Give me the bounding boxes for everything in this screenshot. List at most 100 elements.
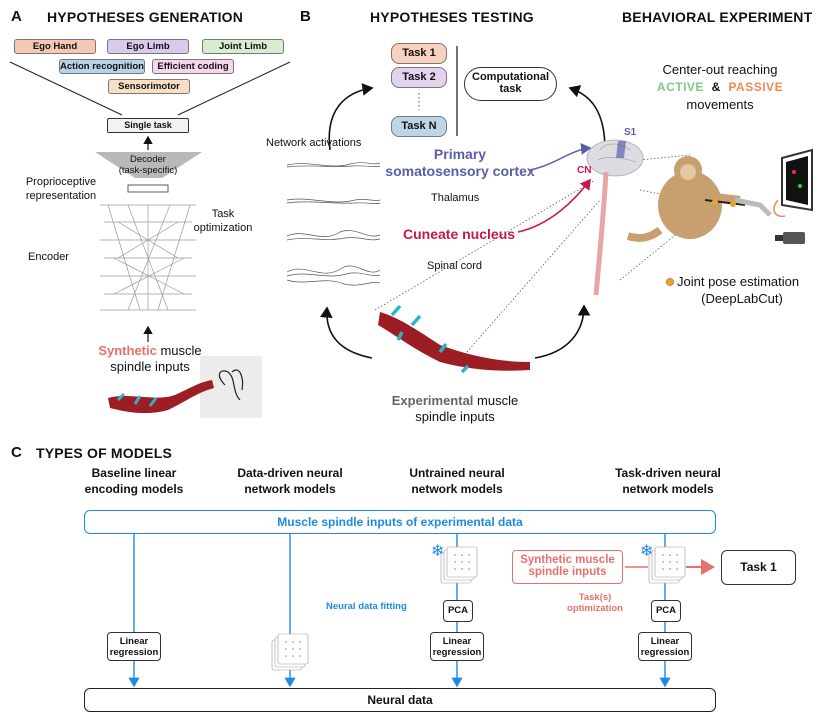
col-header-datadriven: Data-driven neural xyxy=(237,466,343,480)
movements-label: movements xyxy=(686,97,754,112)
monitor-illustration xyxy=(781,148,813,212)
linear-label: Linear xyxy=(442,636,472,647)
passive-word: PASSIVE xyxy=(728,80,784,94)
joint-pose-dot xyxy=(666,278,674,286)
task-pill-ego-hand: Ego Hand xyxy=(14,39,96,54)
task-opt-c-label-2: optimization xyxy=(567,603,623,614)
spindle-inputs-bar: Muscle spindle inputs of experimental da… xyxy=(84,510,716,534)
col-header-untrained: Untrained neural xyxy=(409,466,505,480)
task-n-pill: Task N xyxy=(391,116,447,137)
s1-arrow xyxy=(529,142,592,171)
camera-illustration xyxy=(775,232,805,244)
deeplabcut-label: (DeepLabCut) xyxy=(701,291,783,306)
panel-a-title: HYPOTHESES GENERATION xyxy=(47,9,244,25)
arm-illustration-b xyxy=(378,304,530,374)
spindle-inputs-label: spindle inputs xyxy=(110,359,190,374)
col-header-taskdriven: Task-driven neural xyxy=(615,466,721,480)
joint-pose-label: Joint pose estimation xyxy=(677,274,800,289)
muscle-word: muscle xyxy=(156,343,202,358)
projection-lines xyxy=(374,154,701,361)
regression-label: regression xyxy=(109,647,159,658)
pca-box-untrained: PCA xyxy=(443,600,473,622)
regression-label: regression xyxy=(432,647,482,658)
synthetic-box-label-2: spindle inputs xyxy=(528,566,607,578)
synthetic-word: Synthetic xyxy=(98,343,157,358)
spinal-label: Spinal cord xyxy=(427,260,483,272)
task-1-pill: Task 1 xyxy=(391,43,447,64)
synthetic-inputs-box: Synthetic muscle spindle inputs xyxy=(512,550,623,584)
active-word: ACTIVE xyxy=(656,80,704,94)
network-dots xyxy=(285,554,678,657)
encoder-label: Encoder xyxy=(28,251,69,263)
synthetic-box-label: Synthetic muscle xyxy=(520,554,615,566)
arm-illustration-a xyxy=(108,380,214,414)
network-activations-label: Network activations xyxy=(266,137,362,149)
panel-a-letter: A xyxy=(11,8,22,25)
active-passive-label: ACTIVE & PASSIVE xyxy=(640,80,800,94)
primary-label: Primary xyxy=(433,146,487,162)
arc-arrow-bottom-left xyxy=(319,306,373,359)
col-header-baseline: Baseline linear xyxy=(91,466,177,480)
proprio-label: Proprioceptive xyxy=(25,176,97,188)
brain-illustration xyxy=(586,139,644,296)
task1-box: Task 1 xyxy=(721,550,796,585)
thalamus-label: Thalamus xyxy=(431,192,480,204)
behavioral-title: BEHAVIORAL EXPERIMENT xyxy=(622,9,813,25)
col-header-untrained-2: network models xyxy=(411,482,503,496)
computational-label: Computational xyxy=(472,71,549,83)
monkey-illustration xyxy=(626,156,746,242)
somatosensory-label: somatosensory cortex xyxy=(385,163,535,179)
linear-regression-box-baseline: Linear regression xyxy=(107,632,161,661)
s1-label: S1 xyxy=(624,127,637,138)
synthetic-inputs-label: Synthetic muscle xyxy=(60,343,240,358)
panel-b-letter: B xyxy=(300,8,311,25)
col-header-taskdriven-2: network models xyxy=(622,482,714,496)
cn-arrow xyxy=(517,178,591,233)
task-pill-ego-limb: Ego Limb xyxy=(107,39,189,54)
task-pill-sensorimotor: Sensorimotor xyxy=(108,79,190,94)
task-pill-action-recognition: Action recognition xyxy=(59,59,145,74)
task-pill-joint-limb: Joint Limb xyxy=(202,39,284,54)
decoder-shape xyxy=(95,152,202,178)
representation-bar xyxy=(127,184,169,193)
linear-label: Linear xyxy=(119,636,149,647)
network-icon-untrained xyxy=(440,546,478,584)
snowflake-icon-untrained: ❄ xyxy=(431,543,445,560)
arc-arrow-top-right xyxy=(568,85,606,151)
panel-c-letter: C xyxy=(11,444,22,461)
experimental-inputs-label: Experimental muscle xyxy=(370,393,540,408)
computational-task-box: Computational task xyxy=(464,67,557,101)
handwriting-stroke xyxy=(218,369,244,401)
task-funnel-lines xyxy=(9,61,291,116)
exp-muscle-word: muscle xyxy=(473,393,519,408)
amp-word: & xyxy=(711,80,721,94)
linear-regression-box-untrained: Linear regression xyxy=(430,632,484,661)
cuneate-label: Cuneate nucleus xyxy=(403,226,516,242)
task-opt-c-label: Task(s) xyxy=(578,592,612,603)
experimental-word: Experimental xyxy=(391,393,474,408)
snowflake-icon-task: ❄ xyxy=(640,543,654,560)
pca-box-task: PCA xyxy=(651,600,681,622)
task-opt-label-2: optimization xyxy=(193,222,253,234)
task-2-pill: Task 2 xyxy=(391,67,447,88)
linear-regression-box-task: Linear regression xyxy=(638,632,692,661)
exp-spindle-label: spindle inputs xyxy=(415,409,495,424)
arc-arrow-top-left xyxy=(328,83,374,151)
neural-data-bar: Neural data xyxy=(84,688,716,712)
network-icon-data-driven xyxy=(271,633,309,671)
encoder-network xyxy=(100,204,196,311)
manipulandum-illustration xyxy=(734,197,786,218)
regression-label: regression xyxy=(640,647,690,658)
decoder-label: Decoder xyxy=(130,154,166,165)
panel-b-title: HYPOTHESES TESTING xyxy=(370,9,534,25)
activation-traces xyxy=(286,162,381,286)
decoder-sublabel: (task-specific) xyxy=(118,165,178,176)
single-task-box: Single task xyxy=(107,118,189,133)
linear-label: Linear xyxy=(650,636,680,647)
computational-label-2: task xyxy=(499,83,522,95)
panel-c-title: TYPES OF MODELS xyxy=(36,445,173,461)
reaching-label: Center-out reaching xyxy=(662,62,778,77)
task-pill-efficient-coding: Efficient coding xyxy=(152,59,234,74)
network-icon-task xyxy=(648,546,686,584)
